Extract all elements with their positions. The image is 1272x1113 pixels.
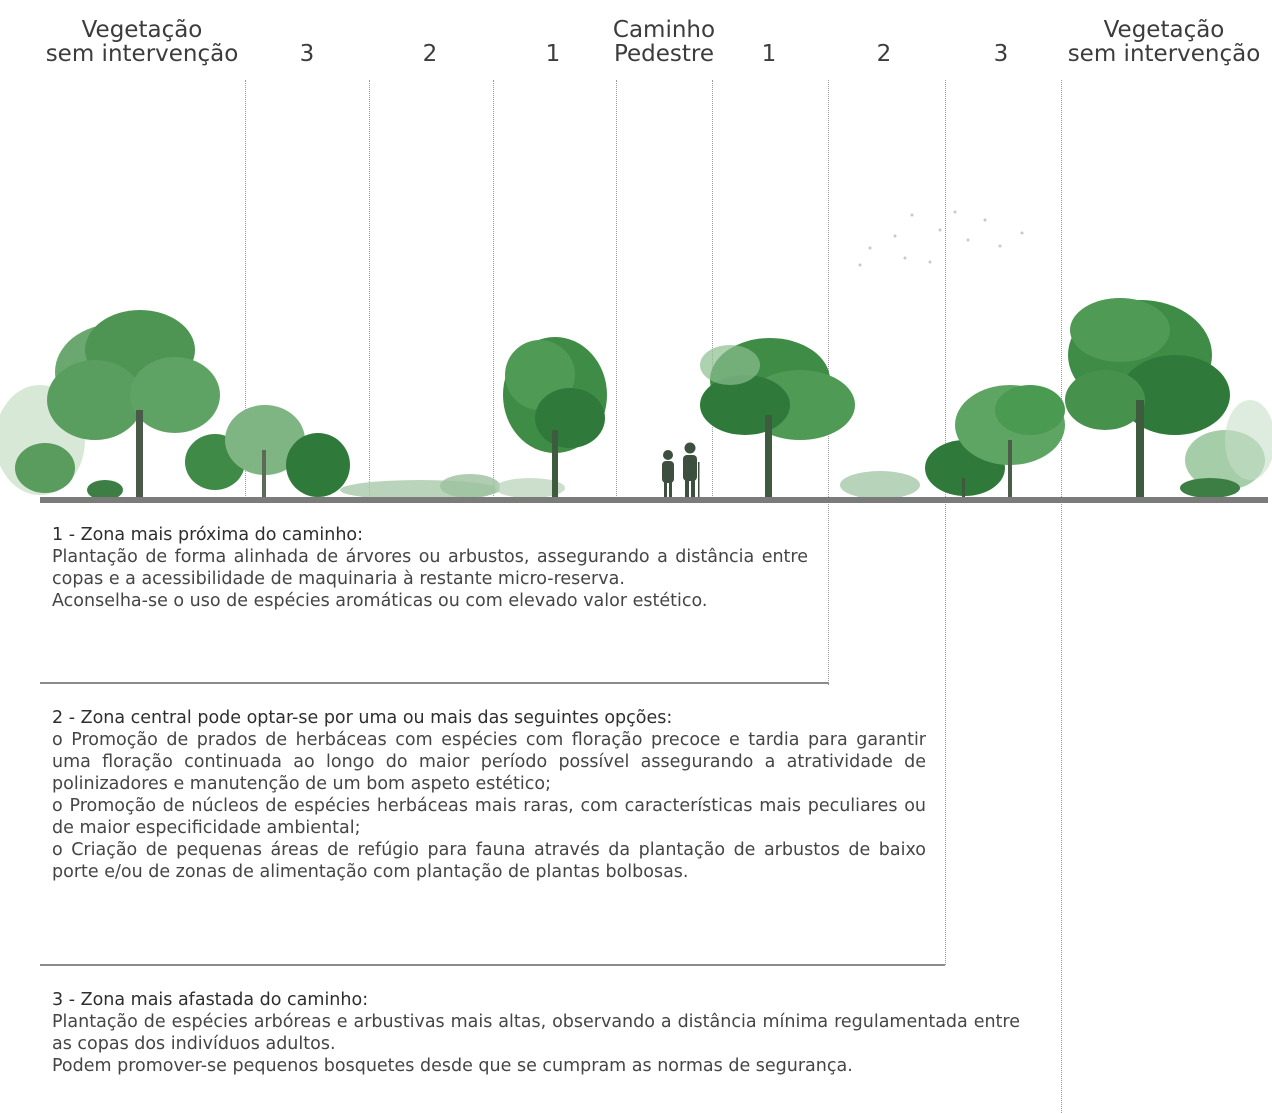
header-left-zone-2: 2 — [422, 41, 438, 67]
zone-2-paragraph: o Promoção de prados de herbáceas com es… — [52, 730, 926, 794]
zone-divider — [712, 80, 713, 500]
tree-right-of-path — [700, 338, 855, 498]
header-right-vegetation: Vegetação sem intervenção — [1068, 18, 1261, 66]
ground-line — [40, 497, 1268, 503]
zone-1-title: 1 - Zona mais próxima do caminho: — [52, 525, 364, 545]
zone-divider — [945, 80, 946, 965]
right-zone-3-tree — [955, 385, 1065, 498]
header-right-vegetation-line2: sem intervenção — [1067, 41, 1261, 67]
zone-1-description: 1 - Zona mais próxima do caminho: Planta… — [52, 524, 808, 612]
zone-3-paragraph: Plantação de espécies arbóreas e arbusti… — [52, 1012, 1020, 1054]
right-vegetation-group — [1065, 298, 1272, 498]
zone-divider — [369, 80, 370, 500]
left-vegetation-group — [0, 310, 350, 500]
zone-1-paragraph: Aconselha-se o uso de espécies aromática… — [52, 591, 708, 611]
zone-divider — [616, 80, 617, 500]
zone-divider — [1061, 80, 1062, 1113]
birds-flock — [858, 210, 1024, 267]
zone-3-description: 3 - Zona mais afastada do caminho: Plant… — [52, 989, 1020, 1077]
header-right-zone-2: 2 — [876, 41, 892, 67]
zone-1-rule — [40, 682, 829, 684]
zone-2-description: 2 - Zona central pode optar-se por uma o… — [52, 707, 926, 883]
header-left-vegetation-line1: Vegetação — [81, 17, 203, 43]
zone-2-paragraph: o Criação de pequenas áreas de refúgio p… — [52, 840, 926, 882]
zone-2-title: 2 - Zona central pode optar-se por uma o… — [52, 708, 673, 728]
zone-2-rule — [40, 964, 945, 966]
left-grasses — [340, 474, 565, 500]
header-right-vegetation-line1: Vegetação — [1103, 17, 1225, 43]
pedestrians — [662, 442, 700, 498]
header-left-zone-3: 3 — [299, 41, 315, 67]
header-path-line1: Caminho — [612, 17, 716, 43]
zone-divider — [245, 80, 246, 500]
header-left-vegetation: Vegetação sem intervenção — [46, 18, 239, 66]
zone-3-title: 3 - Zona mais afastada do caminho: — [52, 990, 369, 1010]
header-right-zone-3: 3 — [993, 41, 1009, 67]
zone-1-paragraph: Plantação de forma alinhada de árvores o… — [52, 547, 808, 589]
header-right-zone-1: 1 — [761, 41, 777, 67]
header-left-zone-1: 1 — [545, 41, 561, 67]
tree-left-of-path — [503, 337, 607, 498]
header-path-line2: Pedestre — [613, 41, 715, 67]
zone-2-paragraph: o Promoção de núcleos de espécies herbác… — [52, 796, 926, 838]
vegetation-section-illustration — [0, 210, 1272, 503]
header-path: Caminho Pedestre — [613, 18, 715, 66]
zone-divider — [493, 80, 494, 500]
header-left-vegetation-line2: sem intervenção — [45, 41, 239, 67]
zone-3-paragraph: Podem promover-se pequenos bosquetes des… — [52, 1056, 853, 1076]
